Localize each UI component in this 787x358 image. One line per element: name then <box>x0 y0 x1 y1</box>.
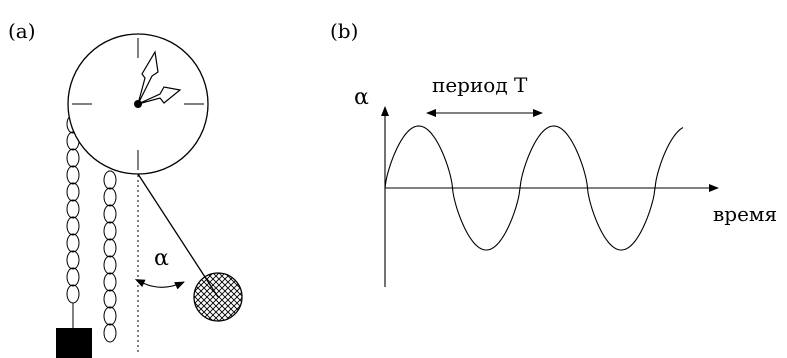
panel-a-label: (a) <box>8 19 36 43</box>
angle-label: α <box>154 246 169 271</box>
clock-pivot <box>134 100 142 108</box>
panel-b-label: (b) <box>330 19 358 43</box>
period-label: период T <box>432 73 528 97</box>
clock-hands <box>137 50 182 105</box>
right-chain <box>103 170 117 343</box>
pendulum-bob <box>193 272 243 322</box>
weight-block <box>56 328 92 358</box>
oscillation-curve <box>384 125 684 251</box>
left-chain <box>66 114 80 328</box>
x-axis-label: время <box>713 202 777 226</box>
clock-ticks <box>72 38 204 170</box>
y-axis-label: α <box>354 85 369 110</box>
angle-arc <box>134 279 185 290</box>
